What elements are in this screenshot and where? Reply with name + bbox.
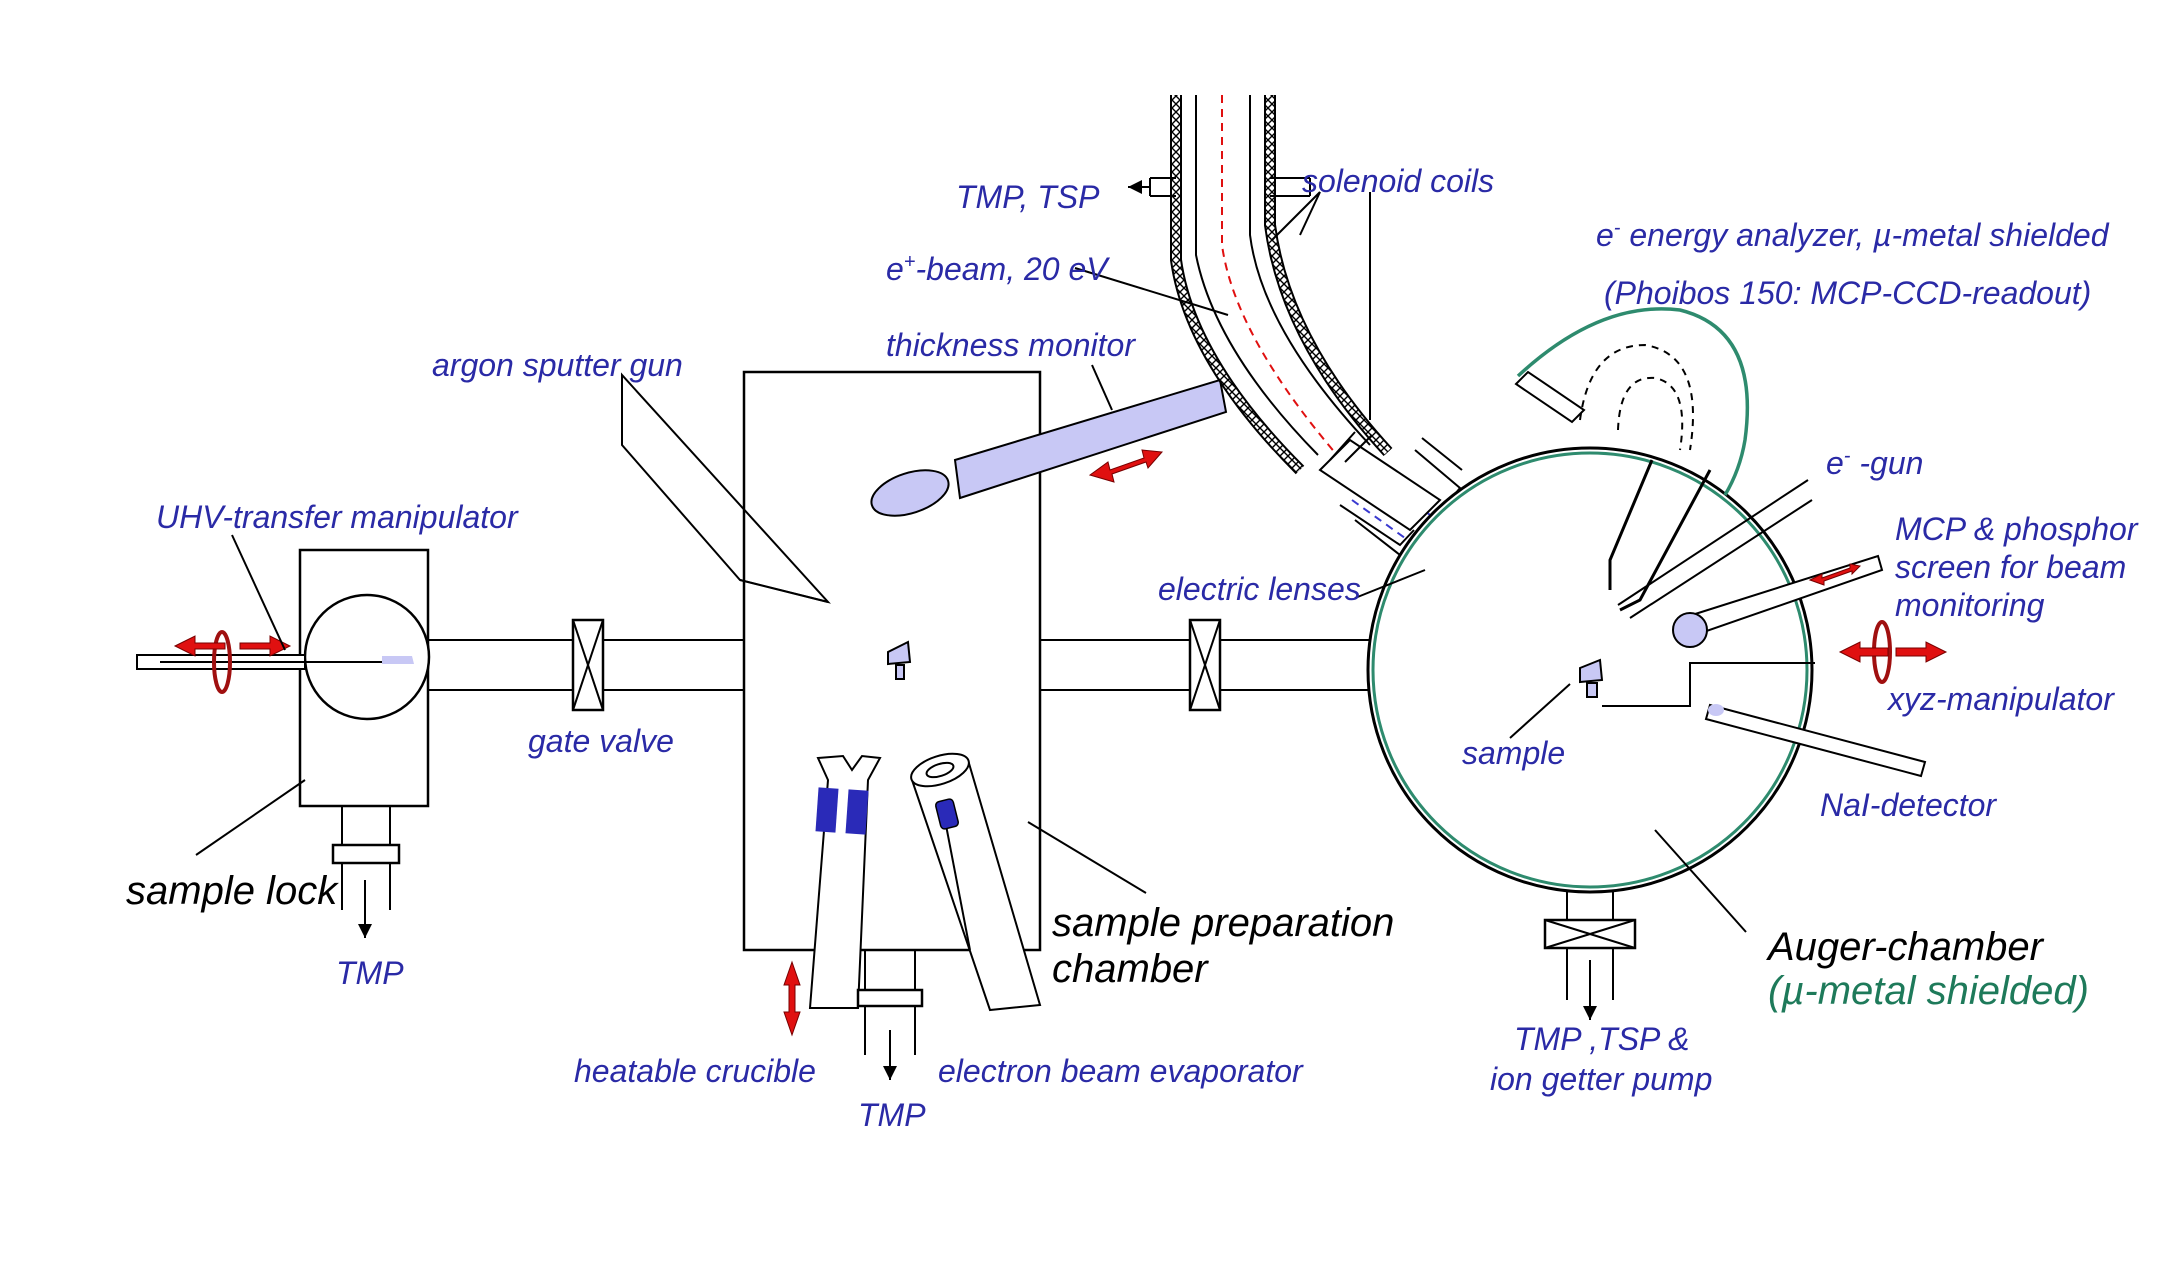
rotation-arrow-left xyxy=(212,630,232,694)
gate-valve-left xyxy=(571,618,605,712)
label-nai-detector: NaI-detector xyxy=(1820,787,1997,823)
label-auger-shield: (µ-metal shielded) xyxy=(1768,969,2089,1013)
label-heatable-crucible: heatable crucible xyxy=(574,1053,816,1089)
red-double-arrow-left xyxy=(173,635,226,657)
label-thickness-monitor: thickness monitor xyxy=(886,327,1136,363)
label-mcp-line3: monitoring xyxy=(1895,587,2045,623)
sample-lock xyxy=(136,548,431,938)
mcp-phosphor-screen xyxy=(1672,554,1884,648)
label-positron-beam: e+-beam, 20 eV xyxy=(886,251,1110,287)
transfer-pipe-left xyxy=(428,639,744,691)
gate-valve-right xyxy=(1188,618,1222,712)
prep-sample-icon xyxy=(887,640,912,680)
red-double-arrow-xyz xyxy=(1838,641,1889,663)
label-solenoid-coils: solenoid coils xyxy=(1302,163,1494,199)
electron-energy-analyzer xyxy=(1514,307,1750,612)
red-double-arrow-thickness xyxy=(1088,449,1164,483)
label-tmp-tsp-ion-line2: ion getter pump xyxy=(1490,1061,1712,1097)
label-xyz-manipulator: xyz-manipulator xyxy=(1886,681,2115,717)
label-ebeam-evaporator: electron beam evaporator xyxy=(938,1053,1304,1089)
leader-lines xyxy=(195,191,1747,933)
thickness-monitor xyxy=(870,378,1228,517)
label-prep-chamber-line1: sample preparation xyxy=(1052,901,1394,945)
label-argon-sputter-gun: argon sputter gun xyxy=(432,347,683,383)
label-tmp-bottom: TMP xyxy=(858,1097,926,1133)
label-tmp-tsp-ion-line1: TMP ,TSP & xyxy=(1514,1021,1689,1057)
label-analyzer-model: (Phoibos 150: MCP-CCD-readout) xyxy=(1604,275,2091,311)
label-auger-chamber: Auger-chamber xyxy=(1766,925,2045,969)
red-double-arrow-mcp xyxy=(1808,563,1862,586)
nai-detector xyxy=(1704,703,1927,778)
text-labels: TMP, TSP solenoid coils e+-beam, 20 eV e… xyxy=(126,163,2139,1133)
positron-beam-path xyxy=(1221,95,1549,651)
electron-gun xyxy=(1617,479,1813,619)
electron-beam-evaporator xyxy=(910,752,1042,1012)
sample-preparation-chamber xyxy=(621,370,1228,1080)
label-gate-valve: gate valve xyxy=(528,723,674,759)
label-prep-chamber-line2: chamber xyxy=(1052,947,1209,991)
transfer-pipe-right xyxy=(1040,639,1373,691)
label-electron-gun: e- -gun xyxy=(1826,445,1923,481)
label-tmp-left: TMP xyxy=(336,955,404,991)
electric-lens-housing xyxy=(1318,431,1463,557)
label-tmp-tsp-top: TMP, TSP xyxy=(956,179,1100,215)
label-uhv-transfer: UHV-transfer manipulator xyxy=(156,499,519,535)
label-mcp-line2: screen for beam xyxy=(1895,549,2126,585)
auger-sample-icon xyxy=(1579,658,1604,698)
label-electric-lenses: electric lenses xyxy=(1158,571,1361,607)
label-mcp-line1: MCP & phosphor xyxy=(1895,511,2139,547)
red-double-arrow-crucible xyxy=(783,960,801,1037)
label-energy-analyzer: e- energy analyzer, µ-metal shielded xyxy=(1596,217,2110,253)
label-sample: sample xyxy=(1462,735,1565,771)
heatable-crucible xyxy=(808,754,882,1009)
label-sample-lock: sample lock xyxy=(126,869,339,913)
sample-holder-icon xyxy=(382,656,414,664)
positron-beamline xyxy=(1128,95,1561,651)
auger-chamber xyxy=(1366,307,1948,1020)
